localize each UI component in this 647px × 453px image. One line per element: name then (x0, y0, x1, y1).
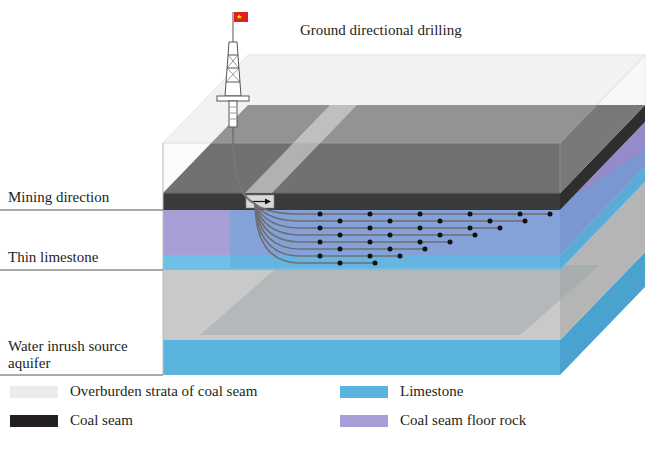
legend-text: Coal seam floor rock (400, 412, 526, 429)
legend-row: Overburden strata of coal seam (10, 383, 257, 400)
legend-text: Coal seam (70, 412, 133, 429)
layer-label: Thin limestone (8, 249, 98, 266)
legend-swatch (10, 415, 58, 427)
layer-label: Water inrush source aquifer (8, 338, 138, 372)
layer-label: Ground directional drilling (300, 22, 462, 39)
legend-swatch (340, 386, 388, 398)
legend-row: Coal seam (10, 412, 133, 429)
layer-label: Mining direction (8, 189, 109, 206)
legend-text: Overburden strata of coal seam (70, 383, 257, 400)
legend-swatch (340, 415, 388, 427)
legend-swatch (10, 386, 58, 398)
legend-text: Limestone (400, 383, 463, 400)
legend-row: Coal seam floor rock (340, 412, 526, 429)
legend-row: Limestone (340, 383, 463, 400)
